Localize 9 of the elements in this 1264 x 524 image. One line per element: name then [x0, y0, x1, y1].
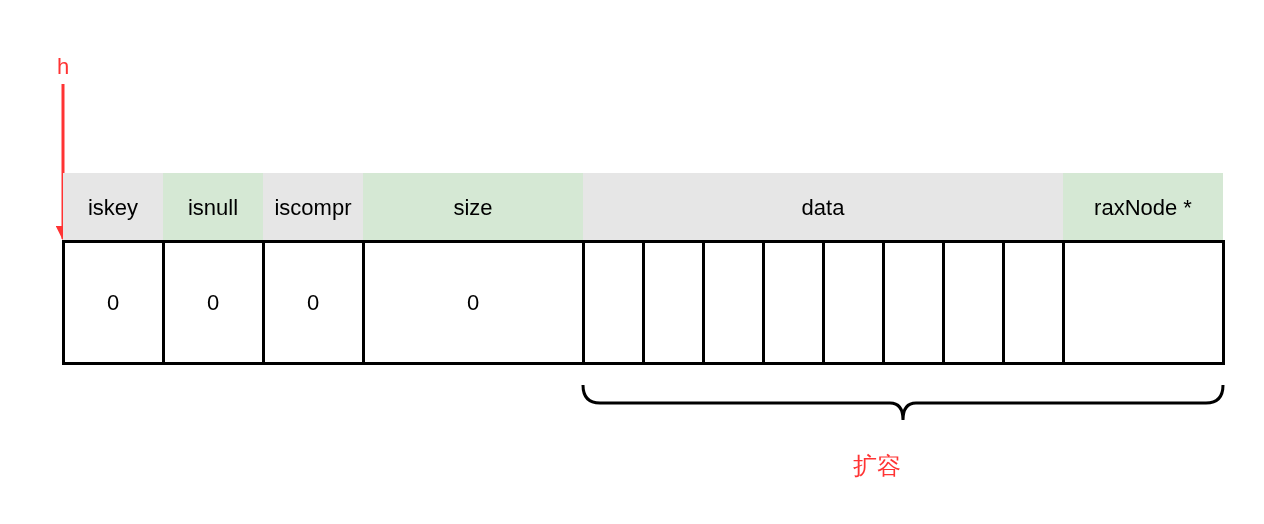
header-cell: isnull [163, 173, 263, 241]
pointer-label: h [48, 50, 78, 82]
memory-cell: 0 [61, 239, 165, 365]
header-cell: size [363, 173, 583, 241]
brace-label: 扩容 [853, 451, 901, 481]
header-cell: data [583, 173, 1063, 241]
header-cell: iskey [63, 173, 163, 241]
header-cell: iscompr [263, 173, 363, 241]
header-cell: raxNode * [1063, 173, 1223, 241]
